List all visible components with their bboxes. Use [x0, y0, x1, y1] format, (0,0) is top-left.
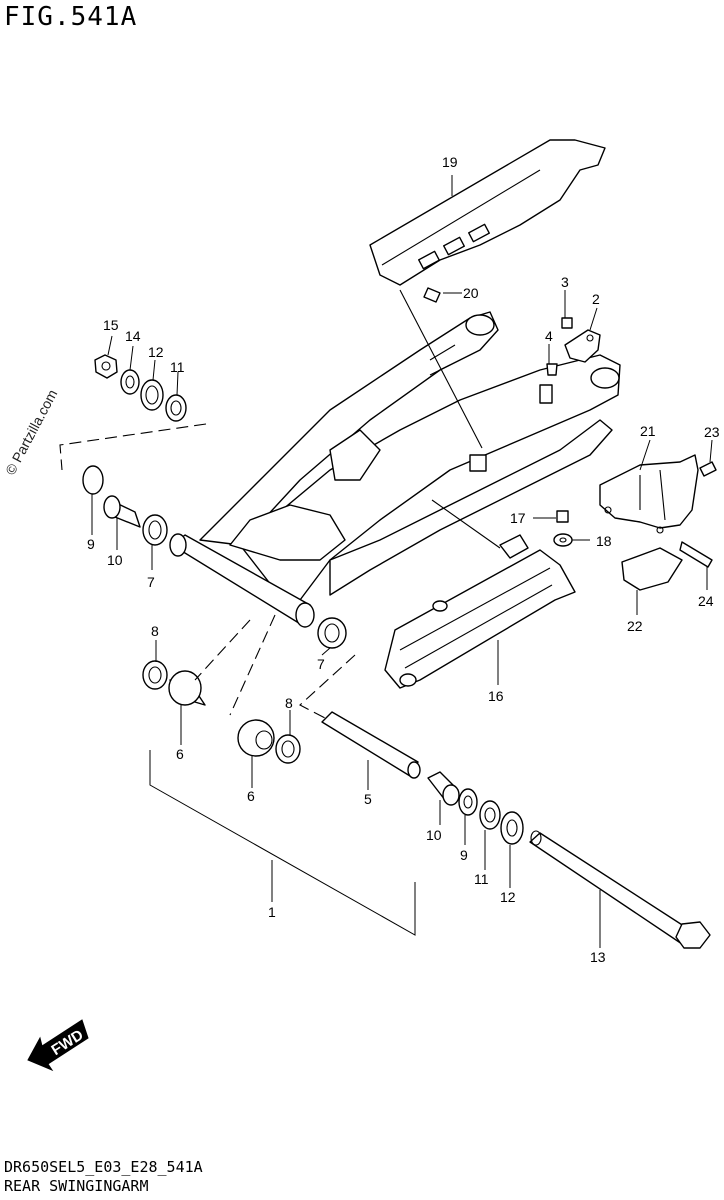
- figure-title: FIG.541A: [4, 2, 138, 32]
- nipple-4: [546, 363, 558, 376]
- pivot-shaft-13: [529, 830, 711, 949]
- bearing-7a: [142, 514, 168, 546]
- bushing-10b: [427, 771, 460, 806]
- washer-11a: [165, 394, 187, 422]
- callout-4: 4: [545, 328, 553, 344]
- fwd-arrow-icon: FWD: [27, 1019, 89, 1072]
- chain-buffer-16: [384, 534, 576, 689]
- pivot-tube-5: [321, 711, 421, 779]
- spacer-12a: [140, 379, 164, 411]
- chain-guard-19: [369, 139, 606, 286]
- callout-8: 8: [151, 623, 159, 639]
- guard-22: [621, 547, 683, 591]
- callout-10: 10: [107, 552, 123, 568]
- callout-10: 10: [426, 827, 442, 843]
- bolt-20: [423, 287, 441, 303]
- callout-22: 22: [627, 618, 643, 634]
- callout-15: 15: [103, 317, 119, 333]
- callout-19: 19: [442, 154, 458, 170]
- spacer-12b: [500, 811, 524, 845]
- callout-3: 3: [561, 274, 569, 290]
- callout-23: 23: [704, 424, 720, 440]
- callout-13: 13: [590, 949, 606, 965]
- seal-8b: [275, 734, 301, 764]
- screw-23: [699, 461, 717, 477]
- callout-labels: 19 20 3 2 4 15 14 12 11 21 23 9 10 7 17 …: [87, 154, 720, 965]
- washer-14: [120, 369, 140, 395]
- callout-18: 18: [596, 533, 612, 549]
- seal-8a: [142, 660, 168, 690]
- callout-24: 24: [698, 593, 714, 609]
- callout-12: 12: [148, 344, 164, 360]
- callout-11: 11: [474, 871, 489, 887]
- dashed-guides: [59, 423, 356, 719]
- callout-9: 9: [87, 536, 95, 552]
- callout-7: 7: [317, 656, 325, 672]
- callout-14: 14: [125, 328, 141, 344]
- callout-11: 11: [170, 359, 185, 375]
- bushing-10a: [103, 495, 141, 528]
- callout-6: 6: [247, 788, 255, 804]
- footer-code: DR650SEL5_E03_E28_541A: [4, 1158, 203, 1176]
- callout-17: 17: [510, 510, 526, 526]
- callout-5: 5: [364, 791, 372, 807]
- callout-2: 2: [592, 291, 600, 307]
- callout-1: 1: [268, 904, 276, 920]
- seal-9a: [82, 465, 104, 495]
- washer-18: [553, 533, 573, 547]
- bolt-24: [679, 541, 713, 568]
- bearing-6b: [237, 719, 275, 757]
- bearing-7b: [317, 617, 347, 649]
- callout-9: 9: [460, 847, 468, 863]
- screw-17: [556, 510, 569, 523]
- seal-9b: [458, 788, 478, 816]
- bracket-21: [599, 454, 699, 534]
- callout-7: 7: [147, 574, 155, 590]
- swingarm-frame: [169, 311, 621, 628]
- callout-16: 16: [488, 688, 504, 704]
- callout-20: 20: [463, 285, 479, 301]
- leader-lines: [91, 175, 713, 948]
- callout-21: 21: [640, 423, 656, 439]
- callout-12: 12: [500, 889, 516, 905]
- callout-6: 6: [176, 746, 184, 762]
- callout-8: 8: [285, 695, 293, 711]
- nut-15: [94, 354, 118, 379]
- bearing-6a: [168, 670, 206, 706]
- bolt-3: [561, 317, 573, 329]
- footer-name: REAR SWINGINGARM: [4, 1177, 149, 1195]
- bracket-2: [564, 329, 601, 363]
- washer-11b: [479, 800, 501, 830]
